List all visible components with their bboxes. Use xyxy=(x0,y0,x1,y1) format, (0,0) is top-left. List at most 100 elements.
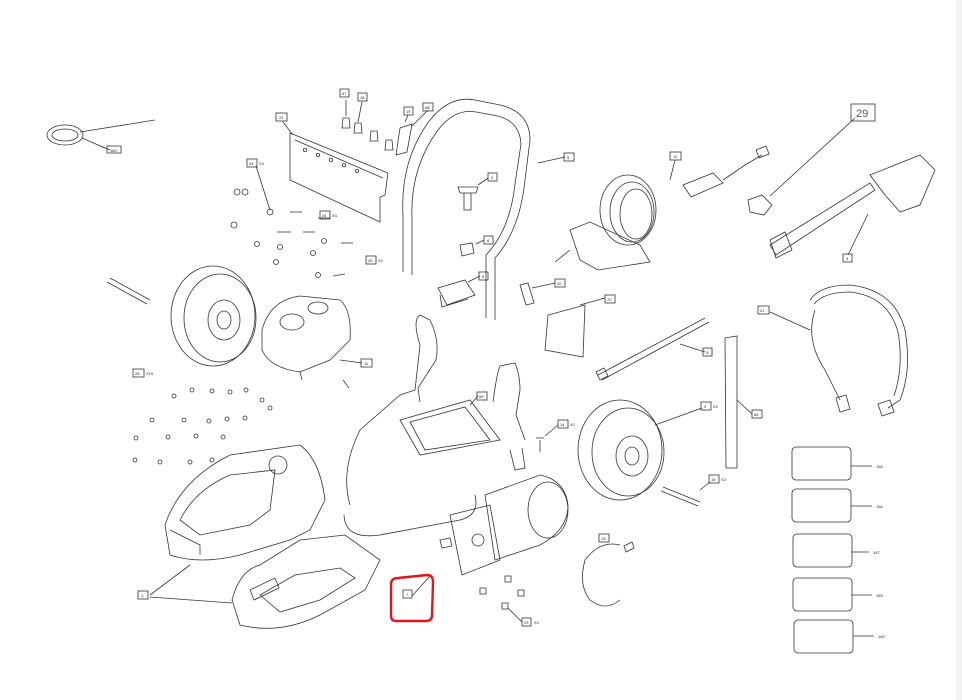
callout-label: 20 xyxy=(557,281,562,286)
leader-line xyxy=(669,159,676,181)
callout-label: 15 xyxy=(711,477,716,482)
callout-box-large xyxy=(850,103,876,122)
part-wheel-right xyxy=(577,399,665,501)
callout-qty: X2 xyxy=(713,404,719,409)
callout-label: 160 xyxy=(110,148,117,153)
callout-label: 67 xyxy=(342,91,347,96)
leader-line xyxy=(736,399,753,415)
callout-label: 155 xyxy=(876,464,883,469)
part-nozzle-tip xyxy=(747,194,773,216)
callout-qty: X4 xyxy=(534,620,540,625)
callout-label: 68 xyxy=(425,105,430,110)
part-axle xyxy=(106,277,151,305)
callout-label: 19 xyxy=(406,109,411,114)
callout-label: 5 xyxy=(567,155,570,160)
callout-label: 11 xyxy=(364,361,369,366)
leader-line xyxy=(282,121,294,136)
callout-label: 160 xyxy=(878,634,885,639)
callout-box xyxy=(357,92,368,102)
part-bypass-hose xyxy=(582,543,621,607)
callout-label: 6 xyxy=(487,238,490,243)
callout-label: 159 xyxy=(876,593,883,598)
part-bracket-plate xyxy=(289,132,389,223)
part-pump-motor xyxy=(439,474,569,576)
callout-label: 4 xyxy=(846,256,849,261)
callout-box xyxy=(554,278,566,288)
callout-label: 24 xyxy=(249,161,254,166)
part-wheel-left xyxy=(170,265,257,367)
callout-box xyxy=(476,391,488,401)
part-fitting xyxy=(623,541,635,553)
part-support-bar xyxy=(724,335,738,469)
callout-box xyxy=(842,253,853,263)
callout-label: 2 xyxy=(491,175,494,180)
callout-label: 66 xyxy=(754,412,759,417)
label-placeholder-159 xyxy=(792,577,853,612)
part-base-frame xyxy=(343,314,526,537)
leader-line xyxy=(579,297,606,306)
leader-line xyxy=(99,145,111,151)
callout-qty: X4 xyxy=(332,213,338,218)
callout-box xyxy=(604,294,616,304)
callout-qty: X2 xyxy=(721,477,727,482)
part-block xyxy=(459,242,475,257)
part-high-pressure-hose xyxy=(595,317,710,381)
part-pin xyxy=(342,379,350,389)
leader-line xyxy=(679,343,706,353)
callout-box xyxy=(365,255,377,265)
label-placeholder-160 xyxy=(793,619,854,654)
callout-label: 12 xyxy=(673,154,678,159)
callout-box xyxy=(700,401,712,411)
callout-label: 157 xyxy=(873,550,880,555)
callout-box xyxy=(275,112,288,122)
part-hose-clip xyxy=(46,119,156,149)
callout-label: 22 xyxy=(279,115,284,120)
part-screws xyxy=(132,387,273,465)
leader-line xyxy=(255,165,271,211)
part-switch-box xyxy=(437,279,476,308)
leader-line xyxy=(769,311,811,331)
callout-box xyxy=(757,305,770,315)
callout-label: 14 xyxy=(560,422,565,427)
callout-box xyxy=(106,145,122,154)
callout-box xyxy=(478,271,489,281)
leader-line xyxy=(507,607,523,623)
callout-label: 9 xyxy=(482,274,485,279)
part-bolt xyxy=(536,437,544,452)
callout-label: 18 xyxy=(360,95,365,100)
part-bolts xyxy=(230,188,353,278)
callout-label: 70 xyxy=(607,297,612,302)
callout-box xyxy=(483,235,494,245)
part-handle-frame xyxy=(402,98,531,320)
callout-label: 7 xyxy=(406,592,409,597)
part-clip xyxy=(519,282,535,306)
leader-line xyxy=(149,564,233,604)
page-edge xyxy=(956,0,962,700)
callout-box xyxy=(360,358,373,368)
callout-box xyxy=(403,106,414,116)
part-fittings xyxy=(341,100,429,156)
callout-label: 23 xyxy=(524,620,529,625)
part-shroud-top xyxy=(164,444,326,561)
leader-line xyxy=(531,282,556,289)
callout-qty: X2 xyxy=(570,422,576,427)
leader-line xyxy=(537,156,566,164)
callout-label: 28 xyxy=(135,371,140,376)
leader-line xyxy=(699,481,711,491)
label-placeholder-156 xyxy=(791,488,852,523)
leader-line xyxy=(847,213,869,256)
callout-box xyxy=(246,158,258,168)
label-placeholder-157 xyxy=(792,533,853,568)
part-feet xyxy=(479,575,525,610)
part-spray-gun xyxy=(769,154,936,259)
part-mount-plate xyxy=(544,304,586,358)
callout-label: 24 xyxy=(322,213,327,218)
callout-box xyxy=(402,589,413,599)
callout-label: 3 xyxy=(706,350,709,355)
callout-qty: X4 xyxy=(378,258,384,263)
part-axle-right xyxy=(660,486,701,507)
callout-box xyxy=(563,152,575,162)
leader-line xyxy=(654,407,703,426)
